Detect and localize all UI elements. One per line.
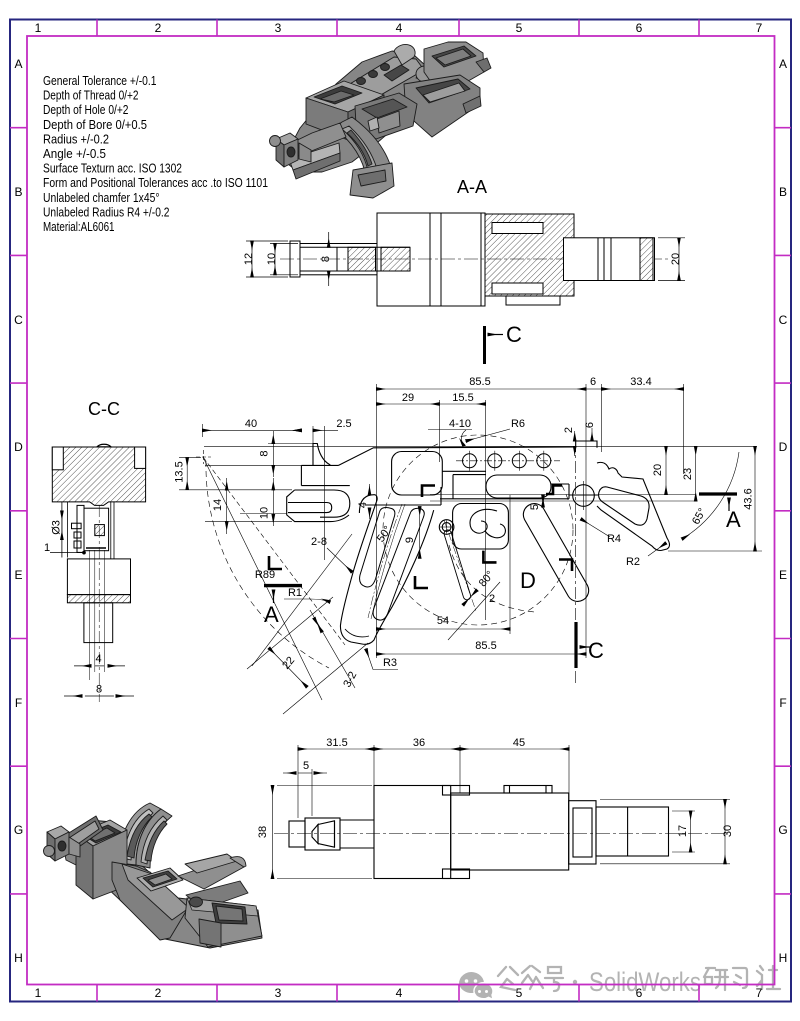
svg-text:4: 4	[95, 653, 101, 665]
svg-text:65°: 65°	[690, 506, 709, 526]
svg-text:A-A: A-A	[457, 177, 487, 197]
svg-text:45: 45	[513, 737, 525, 749]
svg-text:12: 12	[243, 253, 255, 265]
svg-text:9: 9	[404, 537, 416, 543]
svg-text:Angle +/-0.5: Angle +/-0.5	[43, 147, 106, 161]
svg-text:33.4: 33.4	[630, 376, 651, 388]
svg-text:Material:AL6061: Material:AL6061	[43, 220, 115, 234]
svg-text:D: D	[520, 568, 536, 593]
svg-text:3: 3	[275, 986, 282, 1000]
svg-text:6: 6	[636, 21, 643, 35]
svg-text:Surface Texturn acc. ISO 1302: Surface Texturn acc. ISO 1302	[43, 162, 182, 176]
svg-text:R4: R4	[607, 533, 621, 545]
svg-text:Depth of Hole 0/+2: Depth of Hole 0/+2	[43, 103, 129, 117]
svg-text:2.5: 2.5	[336, 418, 351, 430]
svg-text:31.5: 31.5	[326, 737, 347, 749]
svg-text:C: C	[14, 313, 23, 327]
svg-text:Radius +/-0.2: Radius +/-0.2	[43, 132, 109, 146]
svg-text:2: 2	[563, 427, 575, 433]
svg-text:C-C: C-C	[88, 399, 120, 419]
svg-text:Unlabeled chamfer 1x45°: Unlabeled chamfer 1x45°	[43, 191, 160, 205]
svg-text:R89: R89	[255, 569, 275, 581]
svg-text:80°: 80°	[477, 569, 497, 589]
svg-text:5: 5	[516, 21, 523, 35]
svg-text:F: F	[779, 696, 786, 710]
svg-text:B: B	[779, 185, 787, 199]
svg-text:D: D	[779, 440, 788, 454]
svg-text:R3: R3	[383, 657, 397, 669]
svg-text:85.5: 85.5	[469, 376, 490, 388]
svg-text:2: 2	[489, 593, 495, 605]
svg-text:1: 1	[35, 21, 42, 35]
svg-text:30: 30	[722, 825, 734, 837]
svg-text:3-2: 3-2	[341, 670, 359, 690]
svg-text:4-10: 4-10	[449, 418, 471, 430]
svg-text:Depth of Thread 0/+2: Depth of Thread 0/+2	[43, 89, 139, 103]
svg-text:17: 17	[677, 825, 689, 837]
svg-text:C: C	[779, 313, 788, 327]
svg-text:E: E	[14, 568, 22, 582]
svg-text:A: A	[779, 57, 787, 71]
svg-text:B: B	[14, 185, 22, 199]
svg-text:38: 38	[257, 826, 269, 838]
svg-text:Ø3: Ø3	[51, 520, 63, 535]
svg-text:General Tolerance +/-0.1: General Tolerance +/-0.1	[43, 74, 157, 88]
svg-text:H: H	[14, 951, 23, 965]
svg-text:Form and Positional Tolerances: Form and Positional Tolerances acc .to I…	[43, 176, 268, 190]
svg-text:13.5: 13.5	[174, 461, 186, 482]
svg-text:E: E	[779, 568, 787, 582]
svg-text:A: A	[14, 57, 22, 71]
svg-text:20: 20	[670, 253, 682, 265]
svg-text:14: 14	[212, 499, 224, 511]
svg-text:C: C	[506, 322, 522, 347]
svg-text:R2: R2	[626, 556, 640, 568]
svg-text:29: 29	[402, 392, 414, 404]
svg-text:H: H	[779, 951, 788, 965]
svg-text:1: 1	[35, 986, 42, 1000]
svg-text:5: 5	[529, 504, 541, 510]
svg-text:5: 5	[303, 760, 309, 772]
svg-text:C: C	[588, 638, 604, 663]
svg-text:40: 40	[245, 418, 257, 430]
svg-text:SolidWorks: SolidWorks	[589, 967, 701, 997]
svg-text:7: 7	[756, 986, 763, 1000]
svg-text:R1: R1	[288, 587, 302, 599]
svg-text:8: 8	[259, 450, 271, 456]
svg-text:G: G	[14, 823, 23, 837]
svg-text:6: 6	[636, 986, 643, 1000]
svg-text:2: 2	[155, 986, 162, 1000]
svg-text:4: 4	[396, 986, 403, 1000]
svg-text:23: 23	[682, 468, 694, 480]
svg-text:Depth of Bore 0/+0.5: Depth of Bore 0/+0.5	[43, 118, 147, 132]
svg-text:43.6: 43.6	[743, 488, 755, 509]
svg-text:3: 3	[275, 21, 282, 35]
svg-text:1: 1	[44, 542, 50, 554]
svg-text:Unlabeled Radius R4 +/-0.2: Unlabeled Radius R4 +/-0.2	[43, 205, 170, 219]
svg-text:D: D	[14, 440, 23, 454]
svg-text:6: 6	[590, 376, 596, 388]
svg-text:G: G	[778, 823, 787, 837]
svg-text:F: F	[15, 696, 22, 710]
svg-text:54: 54	[437, 615, 449, 627]
svg-text:4: 4	[396, 21, 403, 35]
svg-text:10: 10	[259, 507, 271, 519]
svg-text:8: 8	[96, 684, 102, 696]
svg-text:8: 8	[320, 256, 332, 262]
svg-text:6: 6	[584, 422, 596, 428]
svg-text:2: 2	[155, 21, 162, 35]
svg-text:5: 5	[516, 986, 523, 1000]
svg-text:4: 4	[357, 502, 369, 508]
svg-text:A: A	[264, 602, 279, 627]
svg-text:10: 10	[266, 253, 278, 265]
svg-text:36: 36	[413, 737, 425, 749]
svg-text:7: 7	[756, 21, 763, 35]
svg-text:R6: R6	[511, 418, 525, 430]
svg-text:15.5: 15.5	[452, 392, 473, 404]
svg-text:20: 20	[652, 464, 664, 476]
svg-text:A: A	[726, 507, 741, 532]
svg-text:2-8: 2-8	[311, 536, 327, 548]
svg-text:22: 22	[280, 655, 297, 672]
svg-text:85.5: 85.5	[475, 640, 496, 652]
